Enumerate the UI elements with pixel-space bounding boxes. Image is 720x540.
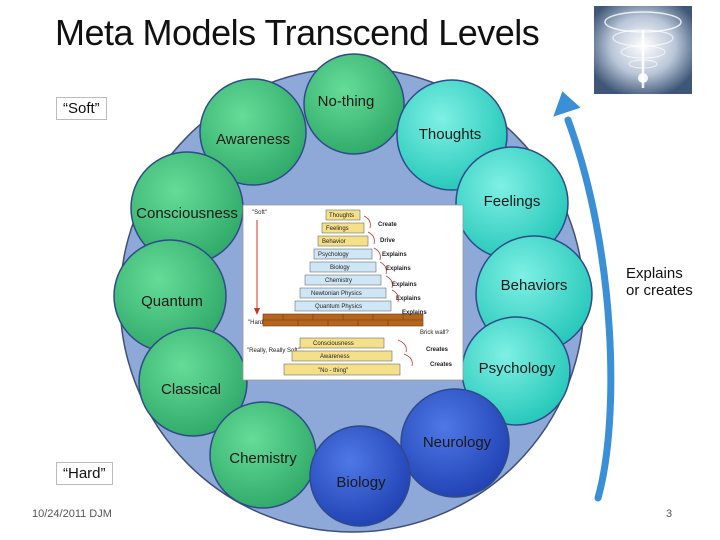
ring-node-label: Consciousness (136, 205, 238, 222)
ring-node-label: Classical (161, 381, 221, 398)
inset-hard-label: "Hard" (248, 320, 265, 326)
svg-text:Newtonian Physics: Newtonian Physics (311, 291, 362, 297)
inset-level-psychology: Psychology (313, 248, 373, 260)
ring-node-label: Feelings (484, 193, 541, 210)
svg-text:"No - thing": "No - thing" (318, 368, 348, 374)
explains-or-creates-arrow (550, 88, 617, 504)
svg-text:Behavior: Behavior (322, 239, 346, 245)
inset-relation: Creates (426, 347, 449, 353)
inset-relation: Explains (382, 252, 407, 258)
inset-level-consciousness: Consciousness (299, 337, 385, 349)
ring-node-label: Biology (336, 474, 386, 491)
soft-tag: “Soft” (56, 97, 107, 120)
footer-date: 10/24/2011 DJM (32, 508, 112, 520)
inset-relation: Explains (402, 310, 427, 316)
inset-level-biology: Biology (309, 261, 377, 273)
page-number: 3 (666, 508, 673, 520)
ring-node-label: Thoughts (419, 126, 482, 143)
inset-soft-label: "Soft" (252, 210, 267, 216)
svg-text:Psychology: Psychology (318, 252, 349, 258)
svg-text:Awareness: Awareness (320, 354, 350, 360)
ring-node-consciousness: Consciousness (130, 151, 244, 265)
svg-text:Chemistry: Chemistry (325, 278, 352, 284)
ring-node-awareness: Awareness (199, 78, 307, 186)
ring-node-biology: Biology (309, 425, 411, 527)
inset-level-newtonian-physics: Newtonian Physics (299, 287, 387, 299)
slide-title: Meta Models Transcend Levels (55, 12, 540, 53)
ring-node-label: Chemistry (229, 450, 297, 467)
inset-level-behavior: Behavior (317, 235, 369, 247)
ring-node-neurology: Neurology (400, 388, 510, 498)
ring-node-label: No-thing (318, 93, 375, 110)
inset-relation: Create (378, 222, 397, 228)
inset-relation: Creates (430, 362, 453, 368)
inset-relation: Explains (392, 282, 417, 288)
svg-text:Biology: Biology (330, 265, 350, 271)
inset-level-thoughts: Thoughts (325, 209, 361, 221)
inset-level-no-thing: "No - thing" (283, 363, 401, 376)
ring-node-psychology: Psychology (461, 316, 571, 426)
svg-text:Quantum Physics: Quantum Physics (315, 304, 362, 310)
svg-text:Thoughts: Thoughts (329, 213, 354, 219)
inset-brick-wall-label: Brick wall? (420, 330, 449, 336)
svg-text:Feelings: Feelings (326, 226, 349, 232)
ring-node-feelings: Feelings (455, 146, 569, 260)
ring-node-no-thing: No-thing (303, 53, 405, 155)
ring-node-label: Awareness (216, 131, 290, 148)
inset-level-feelings: Feelings (321, 222, 365, 234)
ring-node-label: Quantum (141, 293, 203, 310)
inset-relation: Drive (380, 238, 396, 244)
inset-relation: Explains (396, 296, 421, 302)
explains-or-creates-note: Explains or creates (626, 265, 693, 299)
ring-node-label: Psychology (479, 360, 556, 377)
ring-node-classical: Classical (138, 327, 248, 437)
ring-node-chemistry: Chemistry (209, 401, 317, 509)
inset-really-soft-label: "Really, Really Soft" (247, 348, 300, 354)
levels-pyramid-inset: "Soft" "Hard" "Really, Really Soft" Thou… (242, 204, 464, 381)
svg-text:Consciousness: Consciousness (313, 341, 354, 347)
inset-level-awareness: Awareness (291, 350, 393, 362)
hard-tag: “Hard” (56, 462, 113, 485)
inset-level-quantum-physics: Quantum Physics (294, 300, 392, 312)
inset-relation: Explains (386, 266, 411, 272)
portal-image (594, 6, 692, 94)
ring-node-label: Neurology (423, 434, 492, 451)
inset-level-chemistry: Chemistry (304, 274, 382, 286)
inset-brick-wall (262, 313, 424, 327)
ring-node-label: Behaviors (501, 277, 568, 294)
